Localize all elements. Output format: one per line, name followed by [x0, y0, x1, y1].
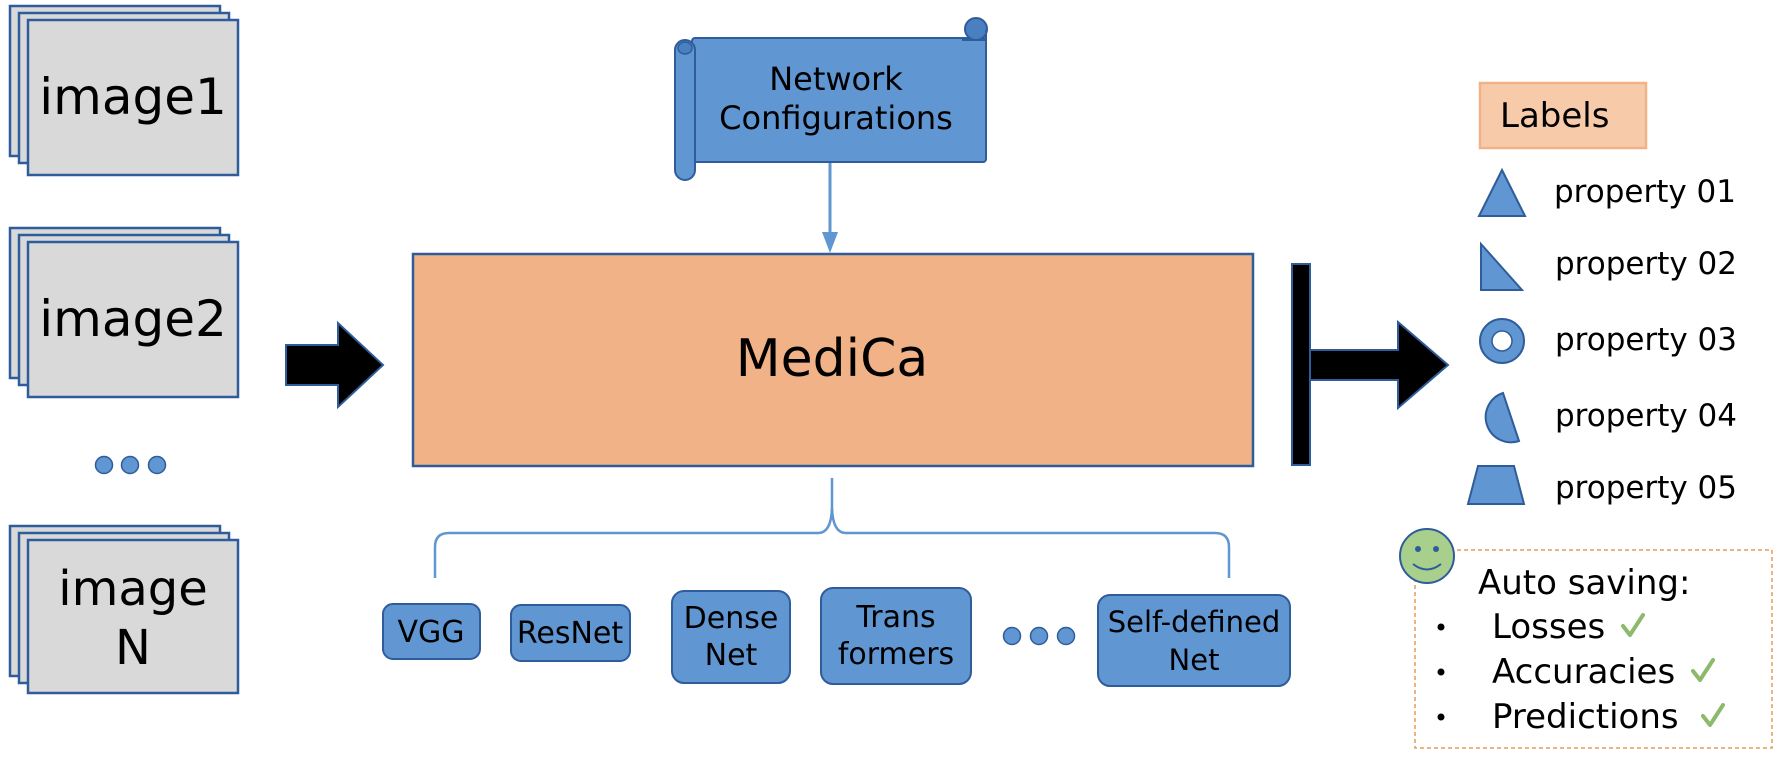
auto-saving-accuracies: Accuracies — [1492, 652, 1675, 692]
resnet-label: ResNet — [517, 616, 623, 651]
image2-label: image2 — [39, 290, 227, 348]
property-04-label: property 04 — [1555, 398, 1737, 434]
network-densenet: Dense Net — [671, 590, 791, 684]
property-03-row: property 03 — [1479, 318, 1737, 364]
densenet-label-line1: Dense — [684, 601, 779, 636]
input-arrow-icon — [285, 320, 385, 410]
output-arrow-icon — [1291, 263, 1450, 466]
network-self-defined: Self-defined Net — [1097, 594, 1291, 687]
auto-saving-title: Auto saving: — [1478, 563, 1690, 603]
image-stack-1: image1 — [8, 4, 240, 177]
check-icon — [1691, 658, 1715, 682]
image-ellipsis — [94, 455, 167, 475]
transformers-label-line1: Trans — [855, 600, 935, 635]
vgg-label: VGG — [397, 615, 464, 650]
property-01-label: property 01 — [1554, 174, 1736, 210]
network-vgg: VGG — [382, 603, 481, 660]
imagen-label-line1: image — [58, 561, 208, 617]
triangle-icon — [1477, 167, 1527, 217]
trapezoid-icon — [1466, 465, 1526, 505]
image-stack-2: image2 — [8, 226, 240, 399]
transformers-label-line2: formers — [838, 637, 954, 672]
self-defined-label-line2: Net — [1169, 643, 1220, 677]
densenet-label-line2: Net — [705, 638, 758, 673]
property-05-row: property 05 — [1466, 465, 1737, 506]
property-02-label: property 02 — [1555, 246, 1737, 282]
smiley-icon — [1399, 528, 1455, 584]
network-bracket — [433, 478, 1231, 578]
image1-label: image1 — [39, 68, 227, 126]
property-02-row: property 02 — [1480, 241, 1737, 291]
network-ellipsis — [1002, 626, 1076, 646]
image-stack-n: image N — [8, 524, 240, 695]
property-04-row: property 04 — [1484, 391, 1737, 444]
check-icon — [1621, 613, 1645, 637]
network-transformers: Trans formers — [820, 587, 972, 685]
property-01-row: property 01 — [1477, 167, 1736, 217]
auto-saving-panel: Auto saving: Losses Accuracies Predictio… — [1399, 528, 1773, 749]
auto-saving-predictions: Predictions — [1492, 697, 1679, 737]
self-defined-label-line1: Self-defined — [1108, 605, 1281, 639]
network-configurations-scroll: Network Configurations — [674, 17, 988, 181]
check-icon — [1701, 703, 1725, 727]
property-03-label: property 03 — [1555, 322, 1737, 358]
imagen-label-line2: N — [115, 620, 151, 676]
auto-saving-losses: Losses — [1492, 607, 1605, 647]
labels-header: Labels — [1478, 81, 1648, 150]
config-connector-arrow — [822, 163, 838, 253]
config-line2: Configurations — [719, 99, 953, 137]
labels-title: Labels — [1500, 96, 1609, 136]
half-circle-icon — [1484, 391, 1521, 444]
medica-title: MediCa — [736, 329, 929, 389]
network-resnet: ResNet — [510, 604, 631, 662]
right-triangle-icon — [1480, 241, 1525, 291]
property-05-label: property 05 — [1555, 470, 1737, 506]
config-line1: Network — [769, 60, 903, 98]
medica-core-block: MediCa — [411, 252, 1255, 468]
